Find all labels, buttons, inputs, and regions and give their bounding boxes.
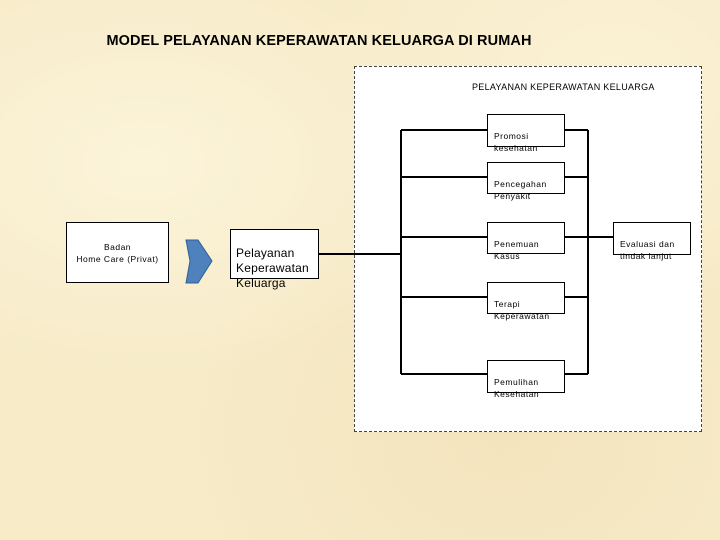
page-title: MODEL PELAYANAN KEPERAWATAN KELUARGA DI … (106, 33, 532, 49)
service-box-pemulihan: Pemulihan Kesehatan (487, 360, 565, 399)
outcome-box: Evaluasi dan tindak lanjut (613, 222, 691, 261)
block-arrow-icon (185, 239, 213, 284)
service-box-terapi: Terapi Keperawatan (487, 282, 565, 321)
service-box-pencegahan: Pencegahan Penyakit (487, 162, 565, 201)
frame-label: PELAYANAN KEPERAWATAN KELUARGA (472, 82, 655, 92)
service-label: Pemulihan Kesehatan (494, 377, 540, 399)
service-label: Terapi Keperawatan (494, 299, 550, 321)
outcome-label: Evaluasi dan tindak lanjut (620, 239, 675, 261)
service-label: Penemuan Kasus (494, 239, 540, 261)
source-box: Badan Home Care (Privat) (66, 222, 169, 283)
service-box-promosi: Promosi kesehatan (487, 114, 565, 153)
main-box: Pelayanan Keperawatan Keluarga (230, 229, 319, 290)
source-box-label: Badan Home Care (Privat) (76, 241, 159, 264)
service-label: Promosi kesehatan (494, 131, 538, 153)
service-label: Pencegahan Penyakit (494, 179, 547, 201)
main-box-label: Pelayanan Keperawatan Keluarga (236, 246, 309, 290)
service-box-penemuan: Penemuan Kasus (487, 222, 565, 261)
